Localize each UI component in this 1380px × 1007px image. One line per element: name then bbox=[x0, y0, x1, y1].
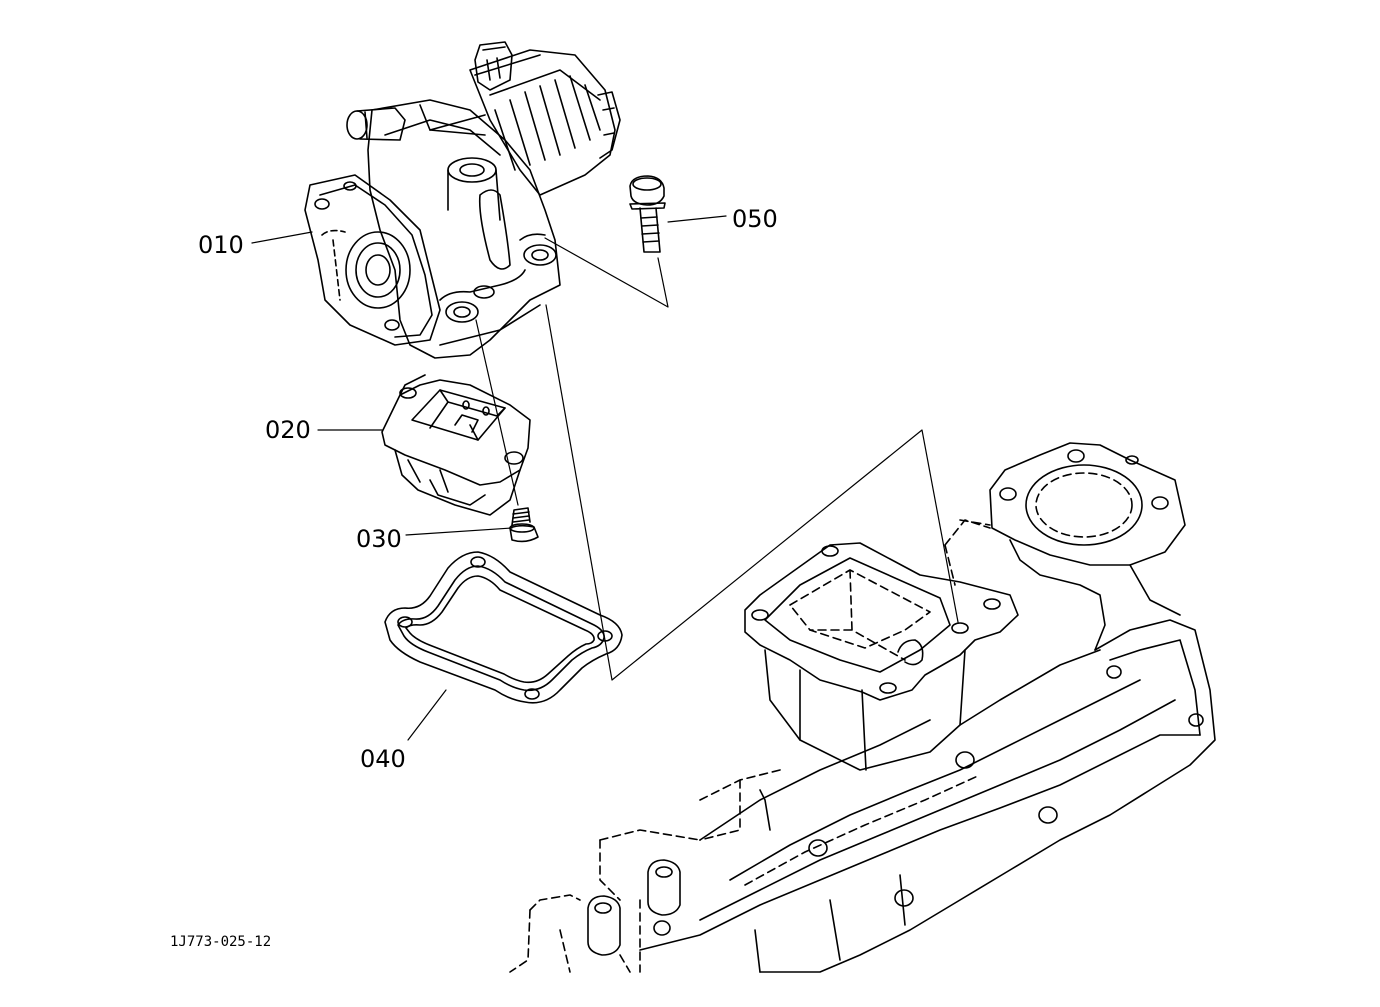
part-030-screw[interactable] bbox=[510, 508, 538, 541]
assembly-lines bbox=[252, 216, 958, 740]
callout-050: 050 bbox=[732, 205, 778, 233]
callout-010: 010 bbox=[198, 231, 244, 259]
callout-040: 040 bbox=[360, 745, 406, 773]
intake-manifold-outline bbox=[510, 443, 1215, 972]
callout-030: 030 bbox=[356, 525, 402, 553]
callout-020: 020 bbox=[265, 416, 311, 444]
part-050-bolt[interactable] bbox=[630, 176, 665, 252]
drawing-id: 1J773-025-12 bbox=[170, 934, 272, 950]
part-040-gasket[interactable] bbox=[385, 552, 622, 703]
part-020-adapter[interactable] bbox=[382, 375, 530, 515]
part-010-egr-valve[interactable] bbox=[305, 42, 620, 358]
